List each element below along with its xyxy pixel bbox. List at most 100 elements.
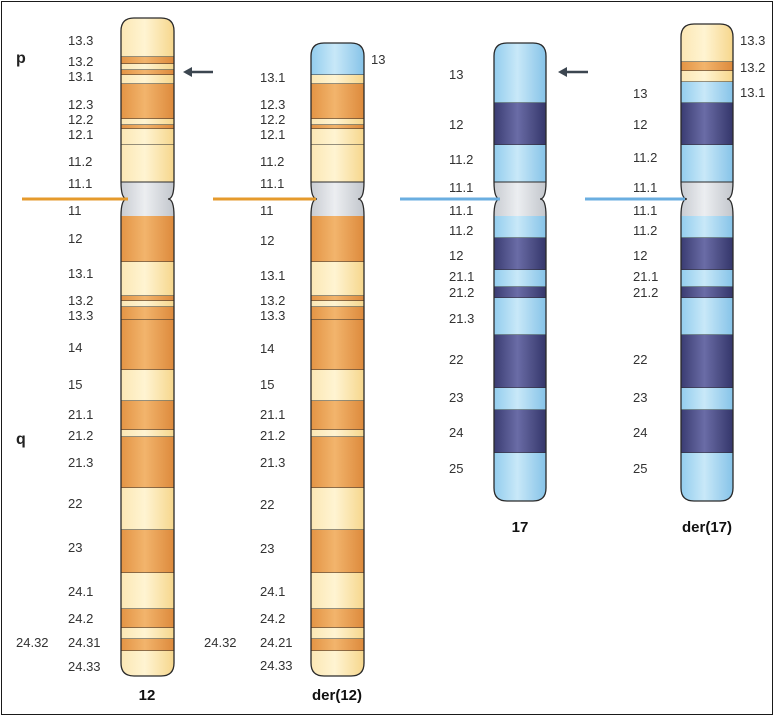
band-label: 12: [449, 117, 463, 132]
chromosome-band: [311, 301, 364, 307]
chromosome-band: [494, 335, 546, 388]
band-label: 12.1: [260, 127, 285, 142]
chromosome-band: [494, 103, 546, 145]
band-label: 24: [449, 425, 463, 440]
chromosome-band: [681, 82, 733, 103]
band-label: 11.1: [633, 203, 657, 218]
chromosome-band: [121, 145, 174, 182]
chromosome-name-der17: der(17): [682, 519, 732, 536]
centromere: [121, 182, 174, 216]
band-label: 23: [449, 390, 463, 405]
chromosome-band: [494, 238, 546, 270]
band-label: 21.3: [449, 311, 474, 326]
chromosome-band: [311, 75, 364, 84]
chromosome-band: [121, 370, 174, 401]
band-label: 24.1: [260, 584, 285, 599]
band-label: 12.2: [68, 112, 93, 127]
band-label: 25: [633, 461, 647, 476]
band-label: 13.1: [740, 85, 765, 100]
band-label: 11.2: [633, 150, 657, 165]
band-label: 23: [633, 390, 647, 405]
chromosome-band: [121, 307, 174, 320]
q-arm-label: q: [16, 431, 26, 448]
centromere: [681, 182, 733, 216]
chromosome-band: [121, 609, 174, 628]
band-label: 21.2: [68, 428, 93, 443]
chromosome-band: [121, 639, 174, 651]
chromosome-band: [121, 628, 174, 639]
chromosome-band: [121, 301, 174, 307]
chromosome-band: [494, 388, 546, 410]
band-label: 14: [68, 340, 82, 355]
chromosome-band: [681, 103, 733, 145]
chromosome-band: [494, 43, 546, 103]
chromosome-band: [311, 628, 364, 639]
band-label: 24.1: [68, 584, 93, 599]
chromosome-band: [121, 262, 174, 296]
chromosome-band: [311, 262, 364, 296]
chromosome-band: [311, 119, 364, 125]
band-label: 11.2: [633, 223, 657, 238]
band-label: 15: [68, 377, 82, 392]
chromosome-band: [681, 62, 733, 71]
breakpoint-arrow-17: [558, 67, 588, 77]
chromosome-band: [311, 129, 364, 145]
chromosome-band: [494, 216, 546, 238]
band-label: 13.1: [68, 266, 93, 281]
chromosome-band: [121, 84, 174, 119]
chromosome-band: [681, 270, 733, 287]
chromosome-band: [681, 453, 733, 501]
band-label: 23: [260, 541, 274, 556]
chromosome-band: [311, 125, 364, 129]
band-label: 12.1: [68, 127, 93, 142]
band-label: 25: [449, 461, 463, 476]
band-label: 22: [68, 496, 82, 511]
band-labels-17: 13 12 11.2 11.1 11.1 11.2 12 21.1 21.2 2…: [449, 67, 474, 476]
chromosome-band: [121, 57, 174, 64]
chromosome-band: [121, 401, 174, 430]
band-label: 13.2: [68, 54, 93, 69]
chromosome-band: [311, 320, 364, 370]
chromosome-outline: [680, 23, 734, 502]
centromere: [494, 182, 546, 216]
chromosome-band: [121, 125, 174, 129]
band-label: 12.3: [260, 97, 285, 112]
band-label: 24.33: [260, 658, 293, 673]
chromosome-band: [311, 401, 364, 430]
band-label: 24.21: [260, 635, 293, 650]
band-label: 22: [260, 497, 274, 512]
chromosome-band: [121, 320, 174, 370]
chromosome-band: [121, 119, 174, 125]
chromosome-band: [311, 145, 364, 182]
breakpoint-arrow-12: [183, 67, 213, 77]
band-label: 13.2: [260, 293, 285, 308]
chromosome-band: [494, 410, 546, 453]
chromosome-band: [311, 437, 364, 488]
chromosome-band: [311, 84, 364, 119]
chromosome-band: [681, 24, 733, 62]
band-label: 13.3: [260, 308, 285, 323]
band-label: 21.2: [449, 285, 474, 300]
band-label: 11.2: [68, 154, 92, 169]
chromosome-band: [311, 296, 364, 301]
chromosome-band: [681, 145, 733, 182]
band-label: 12: [633, 248, 647, 263]
chromosome-outline: [493, 42, 547, 502]
band-label: 21.1: [633, 269, 658, 284]
band-label: 21.3: [260, 455, 285, 470]
chromosome-band: [681, 388, 733, 410]
band-label: 21.2: [260, 428, 285, 443]
band-label: 12.2: [260, 112, 285, 127]
band-label: 11.1: [449, 180, 473, 195]
chromosome-band: [121, 216, 174, 262]
band-label: 11.2: [260, 154, 284, 169]
band-label: 13.1: [260, 268, 285, 283]
band-label: 13.2: [740, 60, 765, 75]
band-label: 24.33: [68, 659, 101, 674]
band-label: 21.1: [449, 269, 474, 284]
chromosome-band: [681, 410, 733, 453]
chromosome-band: [121, 296, 174, 301]
band-label: 11.2: [449, 152, 473, 167]
chromosome-der17: [680, 23, 734, 502]
